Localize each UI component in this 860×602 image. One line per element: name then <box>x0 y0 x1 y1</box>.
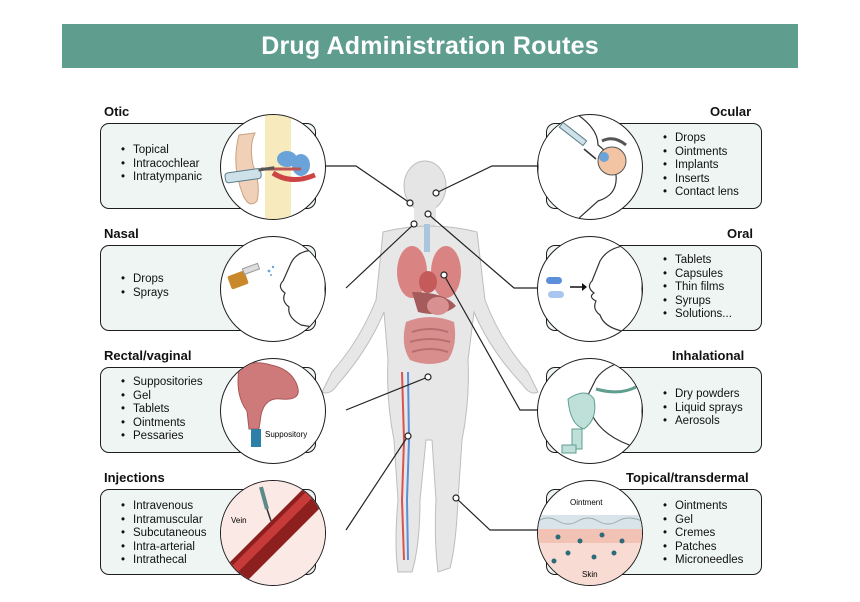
list-item: Contact lens <box>661 186 761 200</box>
route-title-otic: Otic <box>104 104 130 119</box>
route-title-ocular: Ocular <box>710 104 752 119</box>
list-item: Sprays <box>119 287 315 301</box>
list-item: Thin films <box>661 281 761 295</box>
list-item: Intratympanic <box>119 171 315 185</box>
otic-list: Topical Intracochlear Intratympanic <box>119 144 315 185</box>
oral-capsule-illustration <box>537 236 643 342</box>
suppository-illustration: Suppository <box>220 358 326 464</box>
injections-list: Intravenous Intramuscular Subcutaneous I… <box>119 500 315 568</box>
page-title: Drug Administration Routes <box>261 31 599 60</box>
list-item: Intrathecal <box>119 554 315 568</box>
ocular-eye-illustration <box>537 114 643 220</box>
route-title-injections: Injections <box>104 470 165 485</box>
list-item: Ointments <box>119 417 315 431</box>
list-item: Aerosols <box>661 415 761 429</box>
skin-ointment-illustration: Ointment Skin <box>537 480 643 586</box>
list-item: Cremes <box>661 527 761 541</box>
list-item: Topical <box>119 144 315 158</box>
list-item: Pessaries <box>119 430 315 444</box>
skin-label: Skin <box>582 570 598 579</box>
nasal-spray-illustration <box>220 236 326 342</box>
route-title-rectal: Rectal/vaginal <box>104 348 192 363</box>
list-item: Capsules <box>661 268 761 282</box>
list-item: Liquid sprays <box>661 402 761 416</box>
list-item: Subcutaneous <box>119 527 315 541</box>
route-title-inhalational: Inhalational <box>672 348 745 363</box>
nasal-list: Drops Sprays <box>119 273 315 300</box>
list-item: Intramuscular <box>119 514 315 528</box>
list-item: Gel <box>661 514 761 528</box>
list-item: Inserts <box>661 173 761 187</box>
list-item: Drops <box>661 132 761 146</box>
list-item: Ointments <box>661 146 761 160</box>
route-title-topical: Topical/transdermal <box>626 470 749 485</box>
list-item: Drops <box>119 273 315 287</box>
list-item: Intra-arterial <box>119 541 315 555</box>
list-item: Implants <box>661 159 761 173</box>
list-item: Tablets <box>119 403 315 417</box>
list-item: Ointments <box>661 500 761 514</box>
rectal-list: Suppositories Gel Tablets Ointments Pess… <box>119 376 315 444</box>
vein-label: Vein <box>231 516 247 525</box>
otic-ear-illustration <box>220 114 326 220</box>
list-item: Intravenous <box>119 500 315 514</box>
route-connectors <box>320 165 540 531</box>
route-title-nasal: Nasal <box>104 226 139 241</box>
list-item: Microneedles <box>661 554 761 568</box>
inhaler-mask-illustration <box>537 358 643 464</box>
list-item: Solutions... <box>661 308 761 322</box>
list-item: Dry powders <box>661 388 761 402</box>
list-item: Patches <box>661 541 761 555</box>
oral-list: Tablets Capsules Thin films Syrups Solut… <box>661 254 761 322</box>
suppository-label: Suppository <box>265 430 307 439</box>
topical-list: Ointments Gel Cremes Patches Microneedle… <box>661 500 761 568</box>
list-item: Suppositories <box>119 376 315 390</box>
anatomy-target-dots <box>404 189 460 502</box>
list-item: Syrups <box>661 295 761 309</box>
list-item: Tablets <box>661 254 761 268</box>
human-body-figure <box>321 160 539 573</box>
inhalational-list: Dry powders Liquid sprays Aerosols <box>661 388 761 429</box>
vein-injection-illustration: Vein <box>220 480 326 586</box>
ointment-label: Ointment <box>570 498 603 507</box>
ocular-list: Drops Ointments Implants Inserts Contact… <box>661 132 761 200</box>
list-item: Intracochlear <box>119 158 315 172</box>
list-item: Gel <box>119 390 315 404</box>
route-title-oral: Oral <box>727 226 754 241</box>
title-banner: Drug Administration Routes <box>62 24 798 68</box>
